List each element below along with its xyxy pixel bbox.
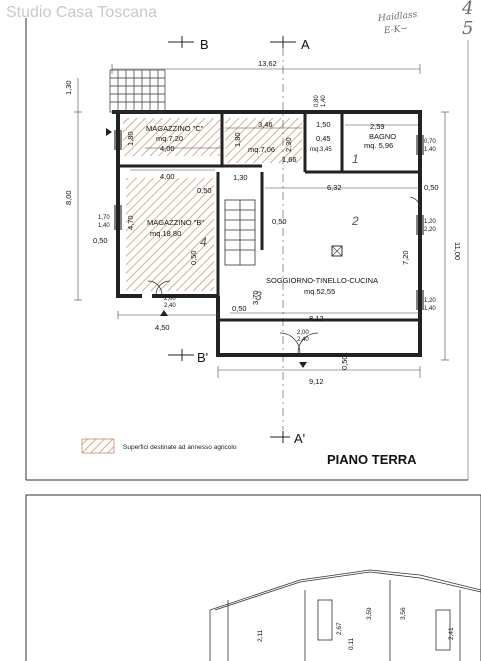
room-name: MAGAZZINO "C" <box>146 124 204 133</box>
handwritten-page-number: 5 <box>462 18 474 39</box>
legend-swatch <box>81 438 115 454</box>
dim-label: 1,50 <box>316 120 331 129</box>
room-labels: MAGAZZINO "C" mq.7,20 mq.7,06 mq.3,45 BA… <box>146 124 396 296</box>
dim-label: 6,32 <box>327 183 342 192</box>
dim-label: 2,11 <box>257 629 264 642</box>
dim-label: 2,00 <box>164 296 176 302</box>
section-height-labels: 2,11 2,67 0,11 3,59 3,56 2,41 <box>257 607 455 650</box>
hatch-mid-store <box>225 118 302 163</box>
dim-label: 0,80 <box>314 95 320 107</box>
dim-label: 2,30 <box>284 137 293 152</box>
room-area: mq.18,80 <box>150 229 181 238</box>
dim-label: 1,40 <box>98 223 110 229</box>
windows <box>114 130 424 310</box>
dim-label: 3,70 <box>251 290 260 305</box>
room-area: mq. 5,96 <box>364 141 393 150</box>
interior-stair <box>224 199 256 266</box>
dim-label: 3,46 <box>258 120 273 129</box>
hatch-magazzino-b <box>126 178 214 291</box>
watermark: Studio Casa Toscana <box>6 4 157 21</box>
handwritten-page-number: 4 <box>462 0 474 19</box>
handwritten-number: 3 <box>255 289 262 303</box>
handwritten-number: 1 <box>352 152 359 166</box>
room-name: BAGNO <box>369 132 396 141</box>
dim-label: 0,70 <box>424 139 436 145</box>
entrance-arrow <box>160 310 168 316</box>
dim-label: 0,50 <box>232 304 247 313</box>
dim-label: 0,50 <box>93 236 108 245</box>
exterior-stair <box>109 69 166 113</box>
section-letters: B A B' A' <box>197 37 310 446</box>
dim-label: 2,40 <box>297 337 309 343</box>
dim-label: 1,20 <box>424 219 436 225</box>
dim-label: 8,00 <box>64 190 73 205</box>
dim-label: 2,67 <box>336 622 343 635</box>
dimension-lines <box>74 64 449 378</box>
entrance-arrow <box>299 362 307 368</box>
dim-label: 1,40 <box>424 306 436 312</box>
hatch-magazzino-c <box>123 118 220 156</box>
dim-label: 4,50 <box>155 323 170 332</box>
dim-label: 0,50 <box>340 355 349 370</box>
dim-label: 1,40 <box>424 147 436 153</box>
dim-label: 2,41 <box>448 627 455 640</box>
section-drawing <box>209 569 481 661</box>
room-area: mq.7,06 <box>248 145 275 154</box>
room-name: SOGGIORNO-TINELLO-CUCINA <box>266 276 378 285</box>
dim-label: 0,45 <box>316 134 331 143</box>
dim-label: 2,40 <box>164 303 176 309</box>
dim-label: 4,70 <box>126 215 135 230</box>
section-label-b: B <box>200 37 209 52</box>
dim-label: 1,80 <box>233 132 242 147</box>
section-label-b-prime: B' <box>197 350 208 365</box>
section-label-a: A <box>301 37 310 52</box>
dim-label: 3,56 <box>400 607 407 620</box>
dim-label: 4,00 <box>160 144 175 153</box>
room-area: mq.3,45 <box>310 147 332 153</box>
room-area: mq.7,20 <box>156 134 183 143</box>
dim-label: 13,62 <box>258 59 277 68</box>
dim-label: 0,50 <box>197 186 212 195</box>
dim-label: 0,50 <box>272 217 287 226</box>
dim-label: 1,30 <box>64 80 73 95</box>
dim-label: 1,70 <box>98 215 110 221</box>
window-arrow <box>106 128 112 136</box>
room-area: mq.52,55 <box>304 287 335 296</box>
dim-label: 3,59 <box>366 607 373 620</box>
dim-label: 8,12 <box>309 314 324 323</box>
dim-label: 1,66 <box>282 155 297 164</box>
handwritten-number: 2 <box>351 214 359 228</box>
section-cut-marks <box>168 36 296 443</box>
legend-text: Superfici destinate ad annesso agricolo <box>123 444 237 451</box>
dim-label: 11,00 <box>453 242 462 260</box>
dim-label: 1,40 <box>321 95 327 107</box>
doors <box>147 196 421 354</box>
dim-label: 4,00 <box>160 172 175 181</box>
dim-label: 0,11 <box>348 637 355 650</box>
section-sheet-frame <box>25 494 481 661</box>
dim-label: 2,00 <box>297 330 309 336</box>
dim-label: 2,20 <box>424 227 436 233</box>
section-label-a-prime: A' <box>294 431 305 446</box>
dim-label: 0,50 <box>424 183 439 192</box>
room-name: MAGAZZINO "B" <box>147 218 204 227</box>
dimension-labels: 13,62 1,30 8,00 11,00 1,80 4,00 3,46 1,8… <box>64 59 462 386</box>
dim-label: 0,50 <box>189 250 198 265</box>
plan-title: PIANO TERRA <box>327 452 417 467</box>
column-marker <box>331 245 343 257</box>
dim-label: 7,20 <box>401 250 410 265</box>
dim-label: 2,59 <box>370 122 385 131</box>
dim-label: 1,20 <box>424 298 436 304</box>
interior-walls <box>118 112 420 322</box>
dim-label: 1,30 <box>233 173 248 182</box>
handwritten-room-numbers: 1 2 3 4 <box>200 152 359 303</box>
dim-label: 1,80 <box>126 131 135 146</box>
outer-walls <box>112 110 422 357</box>
handwritten-number: 4 <box>200 235 207 249</box>
dim-label: 9,12 <box>309 377 324 386</box>
